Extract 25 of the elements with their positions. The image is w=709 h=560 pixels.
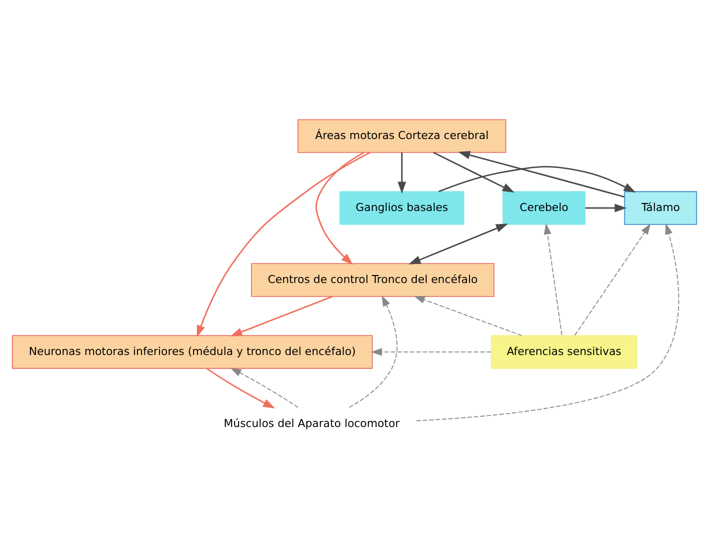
node-box: Neuronas motoras inferiores (médula y tronco del encéfalo) — [12, 335, 373, 369]
arrow — [585, 204, 627, 212]
arrow — [371, 348, 492, 356]
arrow — [544, 223, 562, 336]
node-box: Tálamo — [624, 191, 698, 225]
arrow — [206, 368, 276, 409]
arrow — [414, 296, 522, 336]
arrow — [574, 224, 651, 336]
node-box: Áreas motoras Corteza cerebral — [298, 119, 506, 153]
arrow — [438, 166, 636, 193]
arrow — [230, 368, 298, 408]
node-box: Ganglios basales — [339, 191, 464, 225]
arrow — [416, 223, 680, 422]
arrow — [458, 150, 625, 198]
arrow — [230, 296, 333, 336]
arrow — [433, 152, 515, 193]
node-text: Músculos del Aparato locomotor — [224, 416, 400, 430]
node-box: Aferencias sensitivas — [490, 335, 638, 369]
arrow — [398, 152, 406, 194]
node-box: Cerebelo — [502, 191, 586, 225]
arrow — [408, 224, 508, 264]
arrow — [196, 152, 370, 338]
node-box: Centros de control Tronco del encéfalo — [251, 263, 494, 297]
arrow — [348, 295, 398, 408]
arrow — [315, 152, 364, 265]
